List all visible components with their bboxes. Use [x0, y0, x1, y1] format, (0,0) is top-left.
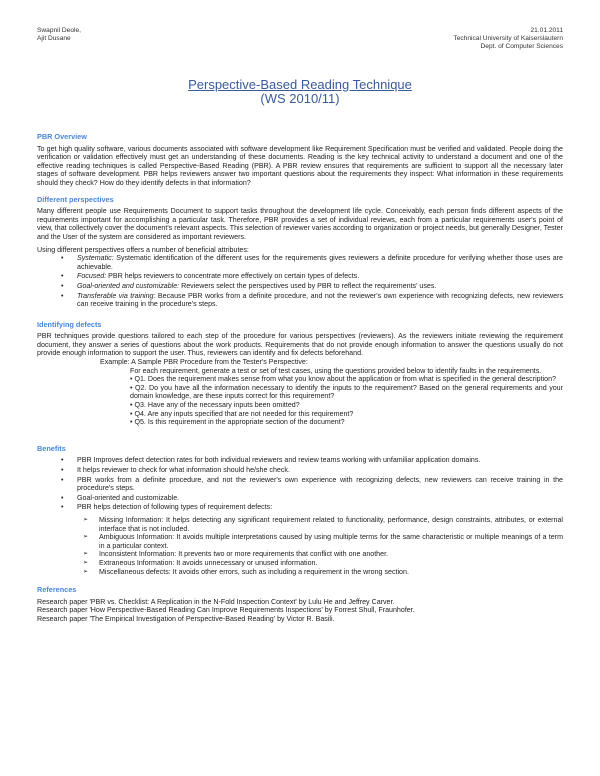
- section-benefits: Benefits PBR Improves defect detection r…: [37, 443, 563, 576]
- list-item: Inconsistent Information: It prevents tw…: [83, 550, 563, 559]
- list-item: Miscellaneous defects: It avoids other e…: [83, 568, 563, 577]
- document-date: 21.01.2011: [530, 27, 563, 34]
- paragraph: Using different perspectives offers a nu…: [37, 245, 249, 254]
- institution: Technical University of Kaiserslautern: [453, 35, 563, 43]
- list-item: PBR helps detection of following types o…: [61, 503, 563, 512]
- author-2: Ajit Dusane: [37, 35, 71, 43]
- list-item: It helps reviewer to check for what info…: [61, 466, 563, 475]
- section-references: References Research paper 'PBR vs. Check…: [37, 586, 563, 623]
- example-intro: For each requirement, generate a test or…: [130, 366, 542, 375]
- list-item: Ambiguous Information: It avoids multipl…: [83, 533, 563, 550]
- paragraph: Many different people use Requirements D…: [37, 207, 563, 241]
- list-item: Goal-oriented and customizable.: [61, 494, 563, 503]
- example-label: Example: A Sample PBR Procedure from the…: [100, 358, 308, 367]
- attributes-list: Systematic: Systematic identification of…: [37, 254, 563, 309]
- section-heading: References: [37, 585, 77, 595]
- list-item: Transferable via training: Because PBR w…: [61, 292, 563, 309]
- question: • Q5. Is this requirement in the appropr…: [130, 418, 345, 427]
- defect-types-list: Missing Information: It helps detecting …: [37, 516, 563, 576]
- list-item: Extraneous Information: It avoids unnece…: [83, 559, 563, 568]
- section-perspectives: Different perspectives Many different pe…: [37, 194, 563, 309]
- author-1: Swapnil Deole,: [37, 27, 81, 34]
- question: • Q3. Have any of the necessary inputs b…: [130, 401, 300, 410]
- question: • Q1. Does the requirement makes sense f…: [130, 375, 556, 384]
- header-affiliation: 21.01.2011 Technical University of Kaise…: [453, 27, 563, 52]
- section-heading: Different perspectives: [37, 194, 114, 204]
- document-body: PBR Overview To get high quality softwar…: [37, 132, 563, 632]
- reference-item: Research paper 'How Perspective-Based Re…: [37, 606, 415, 615]
- section-heading: Benefits: [37, 443, 66, 453]
- list-item: Goal-oriented and customizable: Reviewer…: [61, 282, 563, 291]
- header-authors: Swapnil Deole, Ajit Dusane: [37, 27, 81, 43]
- paragraph: PBR techniques provide questions tailore…: [37, 332, 563, 358]
- title-sub: (WS 2010/11): [260, 91, 340, 106]
- benefits-list: PBR Improves defect detection rates for …: [37, 456, 563, 512]
- reference-item: Research paper 'The Empirical Investigat…: [37, 614, 335, 623]
- section-heading: PBR Overview: [37, 132, 87, 141]
- document-title: Perspective-Based Reading Technique (WS …: [0, 78, 600, 106]
- example-body: For each requirement, generate a test or…: [37, 367, 563, 427]
- question: • Q4. Are any inputs specified that are …: [130, 409, 354, 418]
- section-overview: PBR Overview To get high quality softwar…: [37, 132, 563, 188]
- list-item: PBR works from a definite procedure, and…: [61, 476, 563, 493]
- section-defects: Identifying defects PBR techniques provi…: [37, 319, 563, 427]
- list-item: Focused: PBR helps reviewers to concentr…: [61, 272, 563, 281]
- list-item: Systematic: Systematic identification of…: [61, 254, 563, 271]
- reference-item: Research paper 'PBR vs. Checklist: A Rep…: [37, 597, 395, 606]
- title-main: Perspective-Based Reading Technique: [188, 77, 412, 92]
- question: • Q2. Do you have all the information ne…: [130, 383, 563, 401]
- section-heading: Identifying defects: [37, 319, 102, 329]
- list-item: PBR Improves defect detection rates for …: [61, 456, 563, 465]
- department: Dept. of Computer Sciences: [480, 43, 563, 51]
- list-item: Missing Information: It helps detecting …: [83, 516, 563, 533]
- paragraph: To get high quality software, various do…: [37, 144, 563, 187]
